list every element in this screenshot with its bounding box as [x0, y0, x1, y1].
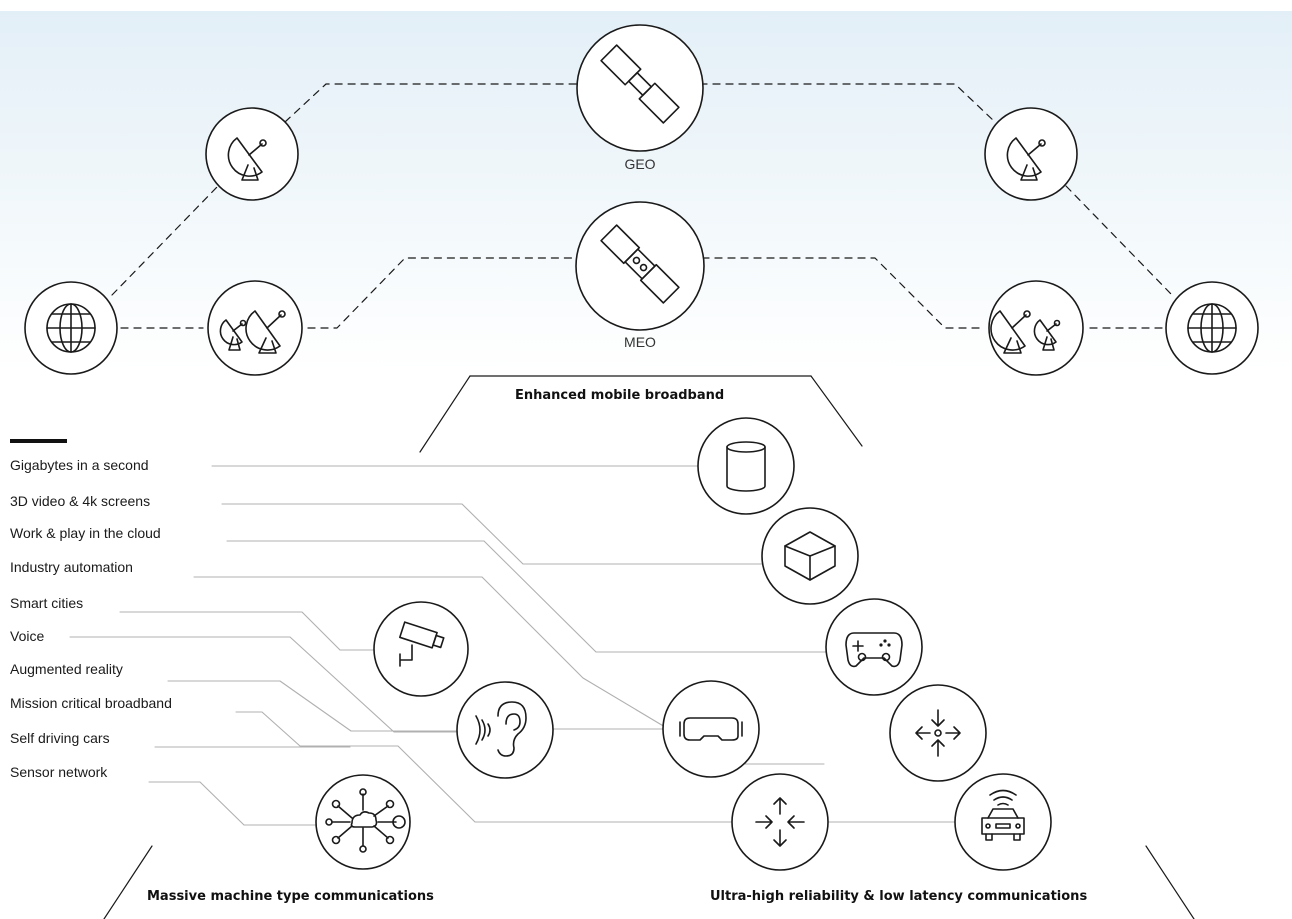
connector-ar: [167, 680, 665, 732]
use-case-voice: Voice: [10, 628, 45, 644]
autonomous-car-icon: [954, 773, 1052, 871]
connector-cloud: [226, 540, 827, 653]
network-links: [111, 83, 1173, 329]
use-case-cloud: Work & play in the cloud: [10, 525, 161, 541]
embb-bracket-right: [810, 375, 863, 447]
sensor-network-icon: [315, 774, 411, 870]
lower-left-link: [120, 257, 579, 329]
legend-accent-bar: [10, 439, 67, 443]
converge-arrows-icon: [889, 684, 987, 782]
meo-satellite-icon: [575, 201, 705, 331]
mmtc-category-label: Massive machine type communications: [147, 889, 434, 904]
meo-label: MEO: [624, 334, 656, 350]
use-case-smart-cities: Smart cities: [10, 595, 84, 611]
use-case-industry-automation: Industry automation: [10, 559, 133, 575]
double-dish-icon-lower-right: [988, 280, 1084, 376]
urllc-category-label: Ultra-high reliability & low latency com…: [710, 889, 1088, 904]
upper-right-link: [699, 83, 1173, 296]
use-case-3d-video: 3D video & 4k screens: [10, 493, 151, 509]
diverge-arrows-icon: [731, 773, 829, 871]
cctv-camera-icon: [373, 601, 469, 697]
satellite-dish-icon-upper-left: [205, 107, 299, 201]
use-case-gigabytes: Gigabytes in a second: [10, 457, 149, 473]
connector-voice: [69, 636, 459, 733]
use-case-self-driving: Self driving cars: [10, 730, 110, 746]
vr-headset-icon: [662, 680, 760, 778]
connector-3d-video: [221, 503, 763, 565]
geo-satellite-icon: [576, 24, 704, 152]
urllc-bracket: [1145, 845, 1195, 919]
use-case-augmented-reality: Augmented reality: [10, 661, 123, 677]
connector-mission-critical: [235, 711, 733, 823]
embb-category-label: Enhanced mobile broadband: [515, 388, 725, 403]
lower-right-link: [701, 257, 1164, 329]
category-brackets: [103, 375, 1195, 919]
satellite-dish-icon-upper-right: [984, 107, 1078, 201]
globe-icon-left: [24, 281, 118, 375]
cube-icon: [761, 507, 859, 605]
storage-icon: [697, 417, 795, 515]
use-case-mission-critical: Mission critical broadband: [10, 695, 172, 711]
connector-sensor: [148, 781, 317, 826]
use-case-connectors: [69, 465, 957, 826]
connector-smart-cities: [119, 611, 376, 651]
upper-left-link: [111, 83, 581, 296]
double-dish-icon-lower-left: [207, 280, 303, 376]
ear-icon: [456, 681, 554, 779]
embb-bracket-left: [419, 375, 471, 453]
mmtc-bracket: [103, 845, 153, 919]
geo-label: GEO: [624, 156, 656, 172]
use-case-sensor-network: Sensor network: [10, 764, 108, 780]
globe-icon-right: [1165, 281, 1259, 375]
gamepad-icon: [825, 598, 923, 696]
